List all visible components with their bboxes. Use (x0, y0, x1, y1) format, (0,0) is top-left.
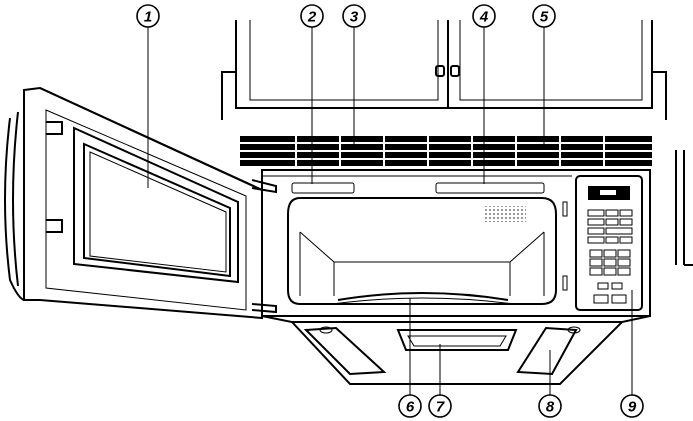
turntable (337, 292, 509, 301)
callout-6: 6 (398, 394, 422, 418)
callout-label: 4 (479, 9, 489, 26)
callout-label: 1 (144, 9, 152, 26)
callout-label: 9 (628, 399, 637, 416)
callout-label: 7 (436, 399, 445, 416)
callout-label: 2 (307, 9, 317, 26)
grease-filter-right (516, 326, 578, 376)
callout-label: 3 (350, 9, 359, 26)
callout-label: 8 (546, 399, 555, 416)
callout-3: 3 (342, 4, 366, 28)
vent-grille (240, 136, 652, 166)
leader-lines (147, 24, 633, 398)
callout-1: 1 (136, 4, 160, 28)
callout-7: 7 (428, 394, 452, 418)
callout-8: 8 (538, 394, 562, 418)
callout-2: 2 (300, 4, 324, 28)
cooktop-light (396, 329, 518, 351)
light-cover-right (435, 182, 545, 194)
callout-9: 9 (620, 394, 644, 418)
callout-5: 5 (532, 4, 556, 28)
upper-cabinets (221, 20, 693, 266)
control-panel (575, 175, 643, 311)
bottom-panel (261, 315, 651, 385)
open-door (4, 86, 277, 320)
callout-label: 6 (406, 399, 415, 416)
callout-label: 5 (540, 9, 549, 26)
callout-4: 4 (472, 4, 496, 28)
light-cover-left (291, 182, 355, 194)
grease-filter-left (303, 326, 387, 376)
